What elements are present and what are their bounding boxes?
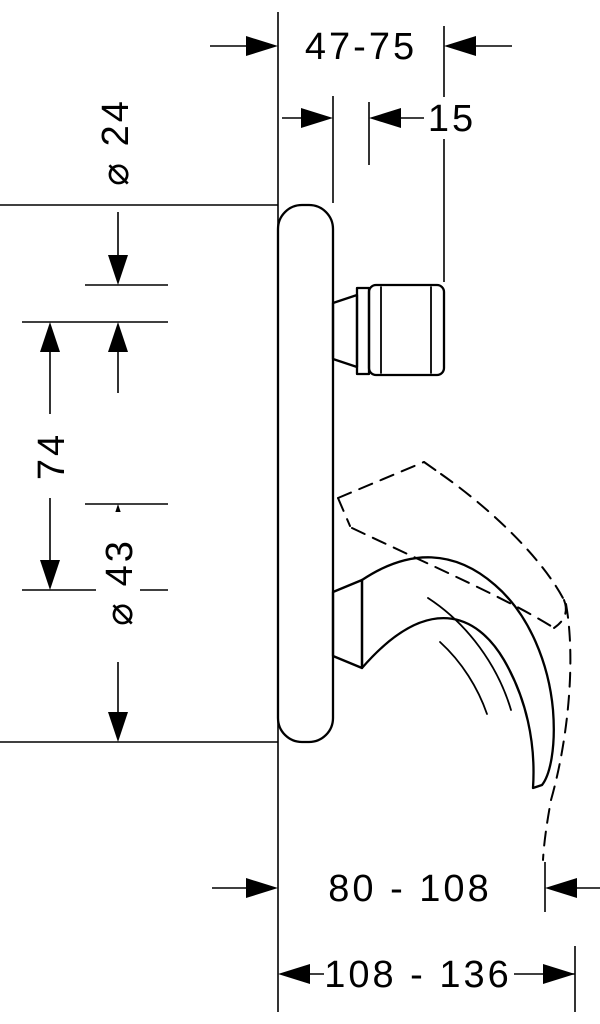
arrow-right-icon [543, 964, 575, 984]
dimension-depth-range: 47-75 [210, 26, 512, 68]
arrow-down-icon [108, 255, 128, 285]
dimension-lever-diameter: ⌀ 43 [96, 504, 141, 742]
dashed-bottom-edge [351, 527, 555, 629]
arrow-right-icon [301, 108, 333, 128]
lever-cone [331, 578, 364, 670]
arrow-up-icon [40, 322, 60, 352]
lever-surface-curve-1 [427, 597, 512, 711]
arrow-left-icon [545, 878, 577, 898]
dim-label-depth-range: 47-75 [305, 26, 417, 68]
knob-neck [331, 293, 359, 369]
dimension-sleeve-depth: 15 [282, 97, 477, 140]
dim-label-sleeve-depth: 15 [428, 98, 476, 140]
escutcheon-plate [276, 203, 335, 744]
arrow-left-icon [444, 36, 476, 56]
arrow-up-icon [108, 322, 128, 352]
arrow-right-icon [246, 36, 278, 56]
arrow-down-icon [108, 712, 128, 742]
dimension-center-distance: 74 [30, 322, 73, 590]
knob-body [367, 283, 446, 377]
label-mask [30, 414, 70, 498]
lever-blade [360, 556, 555, 790]
label-mask [96, 512, 140, 662]
dim-label-lever-diameter: ⌀ 43 [99, 538, 141, 626]
dim-label-center-distance: 74 [31, 432, 73, 480]
arrow-left-icon [278, 964, 310, 984]
dashed-tip-travel-arc [542, 603, 572, 861]
lever-handle-solid [331, 556, 555, 790]
dashed-tip-face [553, 599, 567, 629]
dim-label-lever-reach-short: 80 - 108 [328, 868, 491, 910]
dim-label-lever-reach-long: 108 - 136 [324, 954, 512, 996]
dimension-lever-reach-short: 80 - 108 [212, 868, 600, 910]
dashed-top-edge [440, 473, 565, 601]
label-mask [324, 952, 514, 996]
plate-outline [276, 203, 335, 744]
dim-label-knob-diameter: ⌀ 24 [95, 98, 137, 186]
dashed-nose-front [423, 461, 442, 475]
label-mask [427, 97, 477, 139]
control-knob [331, 283, 446, 377]
arrow-right-icon [246, 878, 278, 898]
dimension-knob-diameter: ⌀ 24 [95, 98, 137, 393]
arrow-left-icon [369, 108, 401, 128]
arrow-down-icon [40, 560, 60, 590]
lever-handle-dashed [337, 461, 572, 861]
dashed-nose-top [337, 461, 425, 499]
lever-surface-curve-2 [439, 641, 488, 715]
dimension-lever-reach-long: 108 - 136 [278, 952, 575, 996]
knob-ring [355, 286, 371, 376]
dashed-nose-back [337, 497, 351, 527]
extension-lines [0, 12, 576, 1012]
